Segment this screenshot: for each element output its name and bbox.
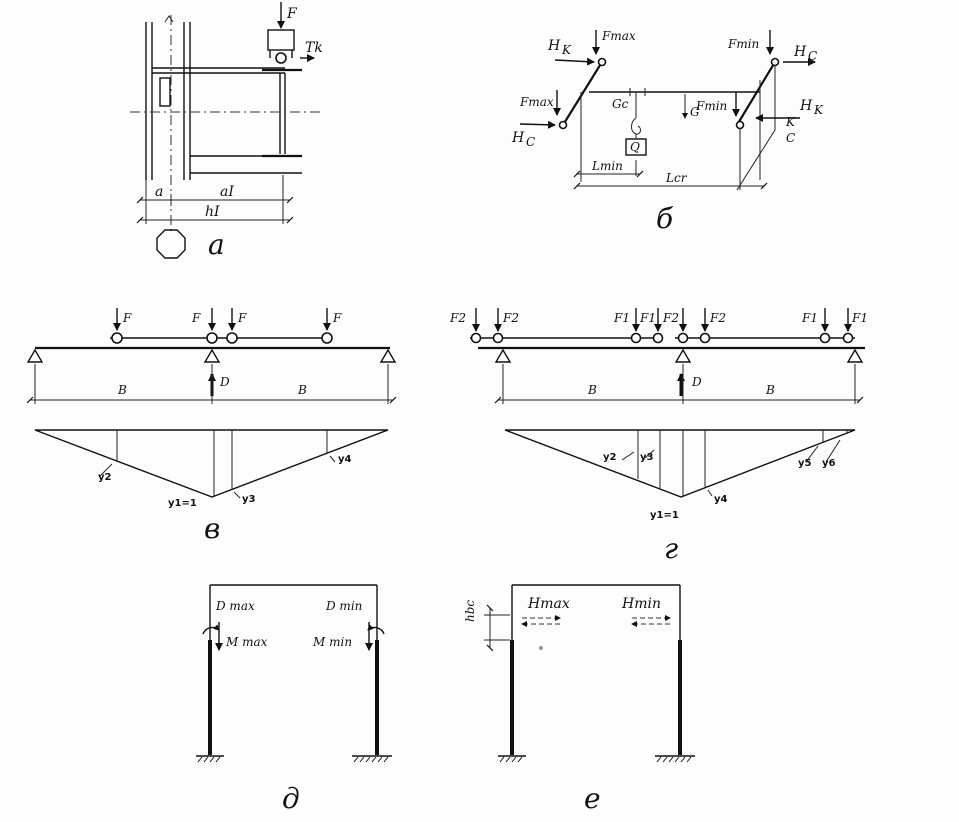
label-y2-v: y2 (98, 472, 112, 483)
label-D-v: D (219, 375, 230, 389)
label-hbc: hbc (463, 600, 477, 622)
label-F-v3: F (237, 311, 247, 325)
label-Hc-left: H (511, 130, 525, 146)
label-Hc-left-sub: C (526, 135, 535, 149)
label-F-v2: F (191, 311, 201, 325)
label-y6-g: y6 (822, 458, 836, 469)
moment-Mmin-arrow (367, 624, 385, 635)
crane-beam (130, 67, 320, 174)
label-Q: Q (630, 140, 640, 154)
label-F1-g4: F1 (639, 311, 656, 325)
label-Hk-right: H (799, 98, 813, 114)
label-Hk-left: H (547, 38, 561, 54)
label-K: K (785, 115, 796, 129)
caption-e: е (584, 782, 601, 815)
label-F1-g8: F1 (851, 311, 868, 325)
label-B-v2: B (297, 383, 307, 397)
panel-d: D max D min M max M min д (196, 584, 392, 815)
label-Hk-right-sub: K (813, 103, 824, 117)
label-F2-g2: F2 (502, 311, 519, 325)
label-y5-g: y5 (798, 458, 812, 469)
label-F-v1: F (122, 311, 132, 325)
label-Lcr: Lcr (665, 171, 688, 185)
label-Mmax: M max (225, 635, 268, 649)
label-Dmin: D min (325, 599, 362, 613)
influence-line-v (34, 429, 389, 499)
label-Fmax-top: Fmax (601, 29, 636, 43)
panel-a: F Tk a aI hI а (130, 2, 323, 261)
label-Hmin: Hmin (621, 596, 661, 612)
scan-dot (539, 646, 543, 650)
label-Lmin: Lmin (591, 159, 623, 173)
label-F2-g5: F2 (662, 311, 679, 325)
label-a: a (155, 184, 163, 200)
label-Fmax-left: Fmax (519, 95, 554, 109)
label-F2-g6: F2 (709, 311, 726, 325)
caption-g: г (664, 532, 678, 565)
label-Fmin-mid: Fmin (695, 99, 727, 113)
forces-v (113, 308, 331, 331)
crane-wheel (267, 2, 315, 64)
label-F1-g3: F1 (613, 311, 630, 325)
caption-d: д (282, 782, 300, 815)
wheels-g (470, 332, 854, 344)
label-y4-g: y4 (714, 494, 728, 505)
label-D-g: D (691, 375, 702, 389)
label-a1: aI (220, 184, 234, 200)
caption-v: в (204, 512, 220, 545)
label-y1-v: y1=1 (168, 498, 197, 509)
label-h1: hI (205, 204, 220, 220)
label-Dmax: D max (215, 599, 255, 613)
label-F1-g7: F1 (801, 311, 818, 325)
panel-e: hbc Hmax Hmin е (463, 584, 695, 815)
caption-a: а (208, 228, 225, 261)
supports-g (494, 348, 864, 363)
label-G: G (690, 105, 700, 119)
moment-Mmax-arrow (202, 624, 220, 635)
influence-line-g (504, 429, 856, 498)
label-F-v4: F (332, 311, 342, 325)
label-Hc-right-sub: C (808, 49, 817, 63)
label-y4-v: y4 (338, 454, 352, 465)
label-F2-g1: F2 (449, 311, 466, 325)
label-Hc-right: H (793, 44, 807, 60)
label-Hmax: Hmax (527, 596, 570, 612)
label-B-v1: B (117, 383, 127, 397)
wheels-v (111, 332, 333, 344)
base-hatch-d (196, 755, 392, 763)
base-hatch-e (498, 755, 695, 763)
label-y1-g: y1=1 (650, 510, 679, 521)
label-Gc: Gc (612, 97, 629, 111)
caption-b: б (656, 202, 674, 235)
label-y3-v: y3 (242, 494, 256, 505)
label-y2-g: y2 (603, 452, 617, 463)
label-B-g1: B (587, 383, 597, 397)
forces-g (472, 308, 852, 332)
label-F: F (286, 6, 298, 22)
right-end-carriage (736, 61, 776, 126)
label-Mmin: M min (312, 635, 352, 649)
left-end-carriage (562, 61, 603, 126)
dimension-lines (136, 175, 294, 224)
column-section (145, 15, 191, 232)
panel-g: F2 F2 F1 F1 F2 F2 F1 F1 D B B y2 (449, 308, 868, 565)
label-C: C (786, 131, 795, 145)
axis-marker-octagon (156, 229, 186, 259)
label-Hk-left-sub: K (561, 43, 572, 57)
panel-b: H K Fmax Fmax H C Gc G Q Fmin H C Fmin H… (511, 29, 824, 235)
label-Tk: Tk (305, 40, 323, 56)
label-Fmin-top: Fmin (727, 37, 759, 51)
supports-v (26, 348, 397, 363)
label-B-g2: B (765, 383, 775, 397)
panel-v: F F F F D B B y2 y4 y3 y1=1 в (26, 308, 397, 545)
label-y3-g: y3 (640, 452, 654, 463)
hook-trolley (625, 92, 647, 156)
